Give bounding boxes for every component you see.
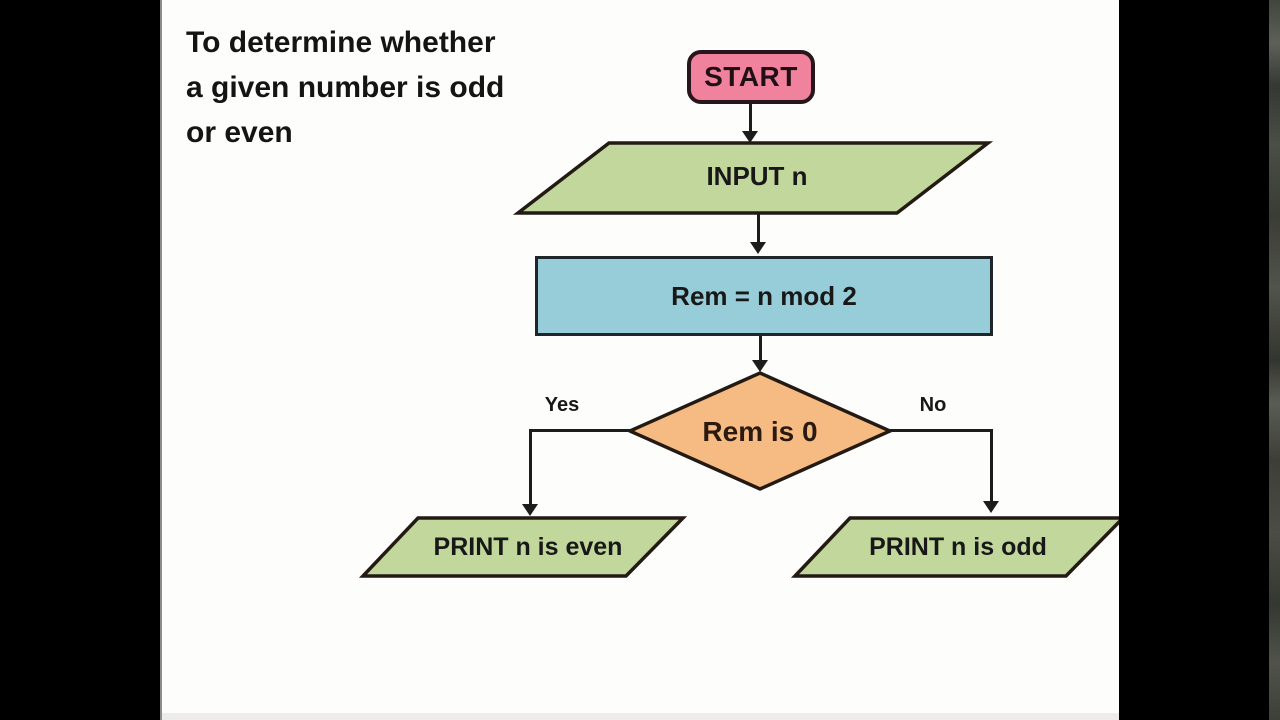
input-label: INPUT n xyxy=(706,161,808,191)
no-branch-arrow-head-icon xyxy=(983,501,999,513)
yes-branch-vertical-line xyxy=(529,429,532,505)
yes-branch-arrow-head-icon xyxy=(522,504,538,516)
video-noise-strip xyxy=(1269,0,1280,720)
no-branch-horizontal-line xyxy=(890,429,993,432)
left-letterbox-bar xyxy=(0,0,160,720)
slide-title: To determine whether a given number is o… xyxy=(186,20,606,155)
process-rectangle-node: Rem = n mod 2 xyxy=(535,256,993,336)
title-line-1: To determine whether xyxy=(186,26,496,59)
yes-branch-horizontal-line xyxy=(529,429,630,432)
print-odd-label: PRINT n is odd xyxy=(869,533,1047,561)
process-label: Rem = n mod 2 xyxy=(671,280,857,311)
title-line-3: or even xyxy=(186,116,293,149)
arrow-input-to-process-head-icon xyxy=(750,242,766,254)
input-parallelogram-fill xyxy=(512,141,994,215)
input-parallelogram xyxy=(512,141,994,215)
print-even-parallelogram-fill xyxy=(358,516,688,578)
decision-diamond-fill xyxy=(625,371,895,491)
slide-bottom-strip xyxy=(162,713,1120,720)
no-branch-label: No xyxy=(919,394,947,416)
title-line-2: a given number is odd xyxy=(186,71,505,104)
print-even-parallelogram xyxy=(358,516,688,578)
print-even-label: PRINT n is even xyxy=(433,533,623,561)
right-letterbox-bar xyxy=(1119,0,1280,720)
arrow-process-to-decision-head-icon xyxy=(752,360,768,372)
no-branch-vertical-line xyxy=(990,429,993,502)
arrow-start-to-input-line xyxy=(749,102,752,132)
start-label: START xyxy=(704,61,798,92)
arrow-input-to-process-line xyxy=(757,213,760,243)
yes-branch-label: Yes xyxy=(544,394,580,416)
arrow-process-to-decision-line xyxy=(759,336,762,361)
decision-label: Rem is 0 xyxy=(702,416,818,447)
print-odd-parallelogram-fill xyxy=(790,516,1128,578)
slide-background xyxy=(160,0,1120,720)
print-odd-parallelogram xyxy=(790,516,1128,578)
start-terminator-node: START xyxy=(687,50,815,104)
decision-diamond xyxy=(625,371,895,491)
arrow-start-to-input-head-icon xyxy=(742,131,758,143)
